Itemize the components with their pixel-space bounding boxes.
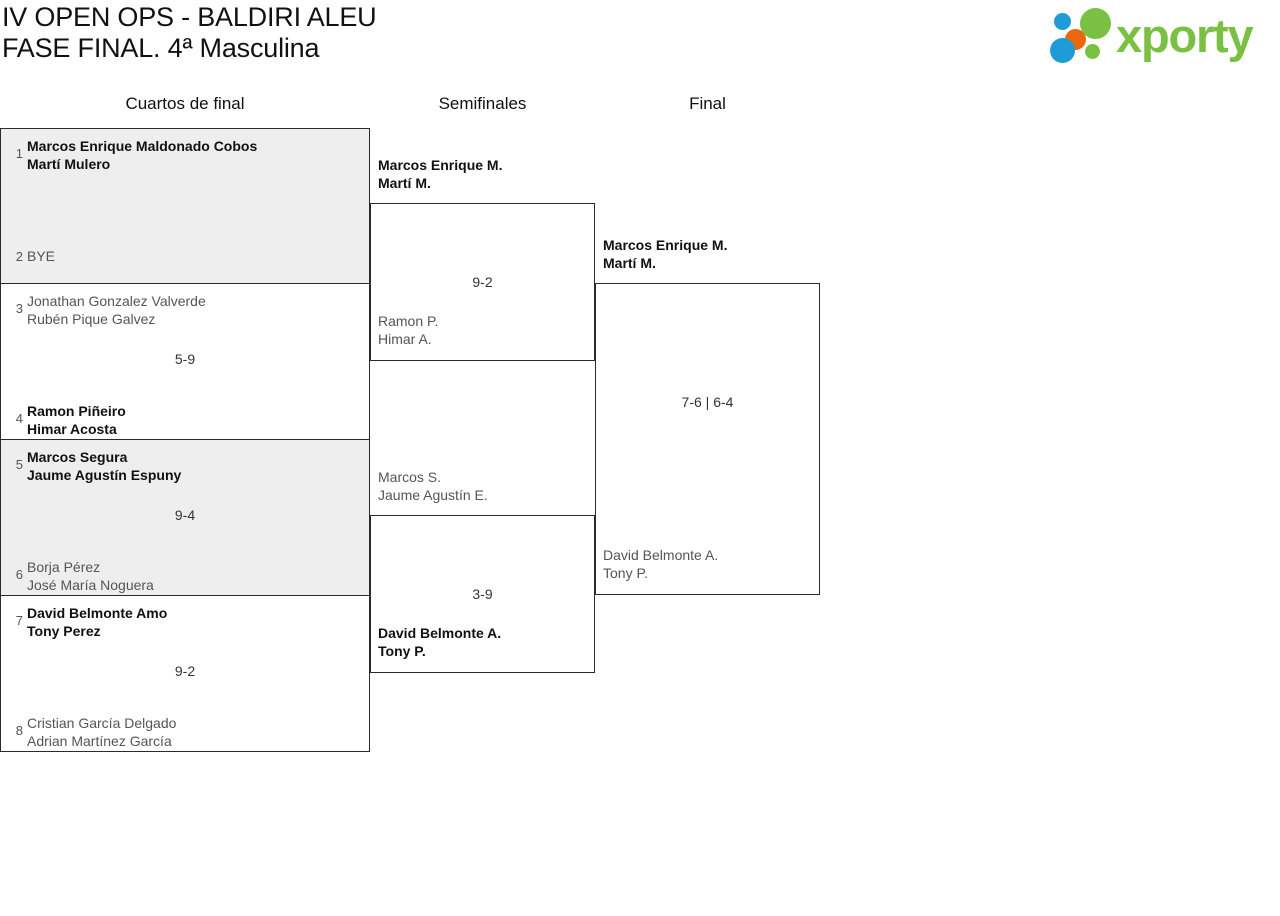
player-name: BYE — [27, 248, 56, 264]
team-entry[interactable]: David Belmonte A. Tony P. — [603, 546, 813, 582]
player-name: Marcos Segura — [27, 449, 128, 465]
title-line-2: FASE FINAL. 4ª Masculina — [2, 33, 320, 64]
match-quarterfinal-1[interactable]: 1 Marcos Enrique Maldonado Cobos Martí M… — [0, 128, 370, 284]
team-entry[interactable]: Marcos S. Jaume Agustín E. — [378, 468, 588, 504]
team-entry[interactable]: Borja Pérez José María Noguera — [27, 558, 363, 594]
title-line-1: IV OPEN OPS - BALDIRI ALEU — [2, 2, 377, 32]
tournament-bracket: 1 Marcos Enrique Maldonado Cobos Martí M… — [0, 128, 900, 768]
player-name: Marcos Enrique M. — [378, 157, 503, 173]
team-entry[interactable]: Ramon P. Himar A. — [378, 312, 588, 348]
logo-dot-blue-small — [1054, 13, 1071, 30]
player-name: Borja Pérez — [27, 559, 101, 575]
seed-number: 4 — [15, 411, 23, 426]
team-entry[interactable]: David Belmonte Amo Tony Perez — [27, 604, 363, 640]
team-entry[interactable]: Marcos Segura Jaume Agustín Espuny — [27, 448, 363, 484]
match-score: 9-2 — [174, 663, 196, 679]
player-name: Jonathan Gonzalez Valverde — [27, 293, 206, 309]
match-score: 7-6 | 6-4 — [681, 394, 734, 410]
player-name: David Belmonte A. — [603, 547, 719, 563]
tournament-title: IV OPEN OPS - BALDIRI ALEU FASE FINAL. 4… — [2, 2, 377, 65]
player-name: Tony P. — [378, 643, 426, 659]
seed-number: 5 — [15, 457, 23, 472]
round-header-final: Final — [689, 94, 726, 113]
logo-dots-icon — [1050, 8, 1124, 64]
match-score: 9-2 — [472, 274, 493, 290]
player-name: Marcos Enrique Maldonado Cobos — [27, 138, 258, 154]
player-name: Martí M. — [378, 175, 431, 191]
seed-number: 3 — [15, 301, 23, 316]
team-entry[interactable]: BYE — [27, 247, 363, 265]
match-quarterfinal-2[interactable]: 3 Jonathan Gonzalez Valverde Rubén Pique… — [0, 283, 370, 440]
player-name: Marcos Enrique M. — [603, 237, 728, 253]
logo-dot-green-large — [1080, 8, 1111, 39]
seed-number: 2 — [15, 249, 23, 264]
player-name: Tony P. — [603, 565, 648, 581]
player-name: Jaume Agustín Espuny — [27, 467, 182, 483]
team-entry[interactable]: Ramon Piñeiro Himar Acosta — [27, 402, 363, 438]
match-semifinal-2[interactable]: Marcos S. Jaume Agustín E. 3-9 David Bel… — [370, 469, 595, 673]
player-name: David Belmonte A. — [378, 625, 502, 641]
match-score: 3-9 — [472, 586, 493, 602]
team-entry[interactable]: Marcos Enrique M. Martí M. — [603, 236, 813, 272]
player-name: Marcos S. — [378, 469, 442, 485]
seed-number: 1 — [15, 146, 23, 161]
player-name: Martí M. — [603, 255, 656, 271]
player-name: Jaume Agustín E. — [378, 487, 488, 503]
logo-wordmark: xporty — [1116, 9, 1254, 62]
player-name: Cristian García Delgado — [27, 715, 177, 731]
player-name: Himar A. — [378, 331, 432, 347]
match-score: 5-9 — [174, 351, 196, 367]
match-semifinal-1[interactable]: Marcos Enrique M. Martí M. 9-2 Ramon P. … — [370, 157, 595, 361]
team-entry[interactable]: Marcos Enrique M. Martí M. — [378, 156, 588, 192]
logo-dot-blue-large — [1050, 38, 1075, 63]
team-entry[interactable]: Marcos Enrique Maldonado Cobos Martí Mul… — [27, 137, 363, 173]
round-header-semifinals: Semifinales — [438, 94, 527, 113]
page-header: IV OPEN OPS - BALDIRI ALEU FASE FINAL. 4… — [0, 0, 1280, 80]
player-name: Ramon Piñeiro — [27, 403, 126, 419]
xporty-logo[interactable]: xporty — [1050, 6, 1276, 66]
player-name: Himar Acosta — [27, 421, 117, 437]
seed-number: 6 — [15, 567, 23, 582]
player-name: David Belmonte Amo — [27, 605, 168, 621]
team-entry[interactable]: David Belmonte A. Tony P. — [378, 624, 588, 660]
team-entry[interactable]: Jonathan Gonzalez Valverde Rubén Pique G… — [27, 292, 363, 328]
player-name: Adrian Martínez García — [27, 733, 172, 749]
seed-number: 7 — [15, 613, 23, 628]
player-name: José María Noguera — [27, 577, 154, 593]
team-entry[interactable]: Cristian García Delgado Adrian Martínez … — [27, 714, 363, 750]
player-name: Martí Mulero — [27, 156, 111, 172]
player-name: Tony Perez — [27, 623, 101, 639]
player-name: Ramon P. — [378, 313, 439, 329]
seed-number: 8 — [15, 723, 23, 738]
match-quarterfinal-4[interactable]: 7 David Belmonte Amo Tony Perez 8 Cristi… — [0, 595, 370, 752]
logo-dot-green-small — [1085, 44, 1100, 59]
round-header-quarterfinals: Cuartos de final — [125, 94, 245, 113]
match-final[interactable]: Marcos Enrique M. Martí M. 7-6 | 6-4 Dav… — [595, 237, 820, 595]
match-score: 9-4 — [174, 507, 196, 523]
player-name: Rubén Pique Galvez — [27, 311, 156, 327]
match-quarterfinal-3[interactable]: 5 Marcos Segura Jaume Agustín Espuny 6 B… — [0, 439, 370, 596]
